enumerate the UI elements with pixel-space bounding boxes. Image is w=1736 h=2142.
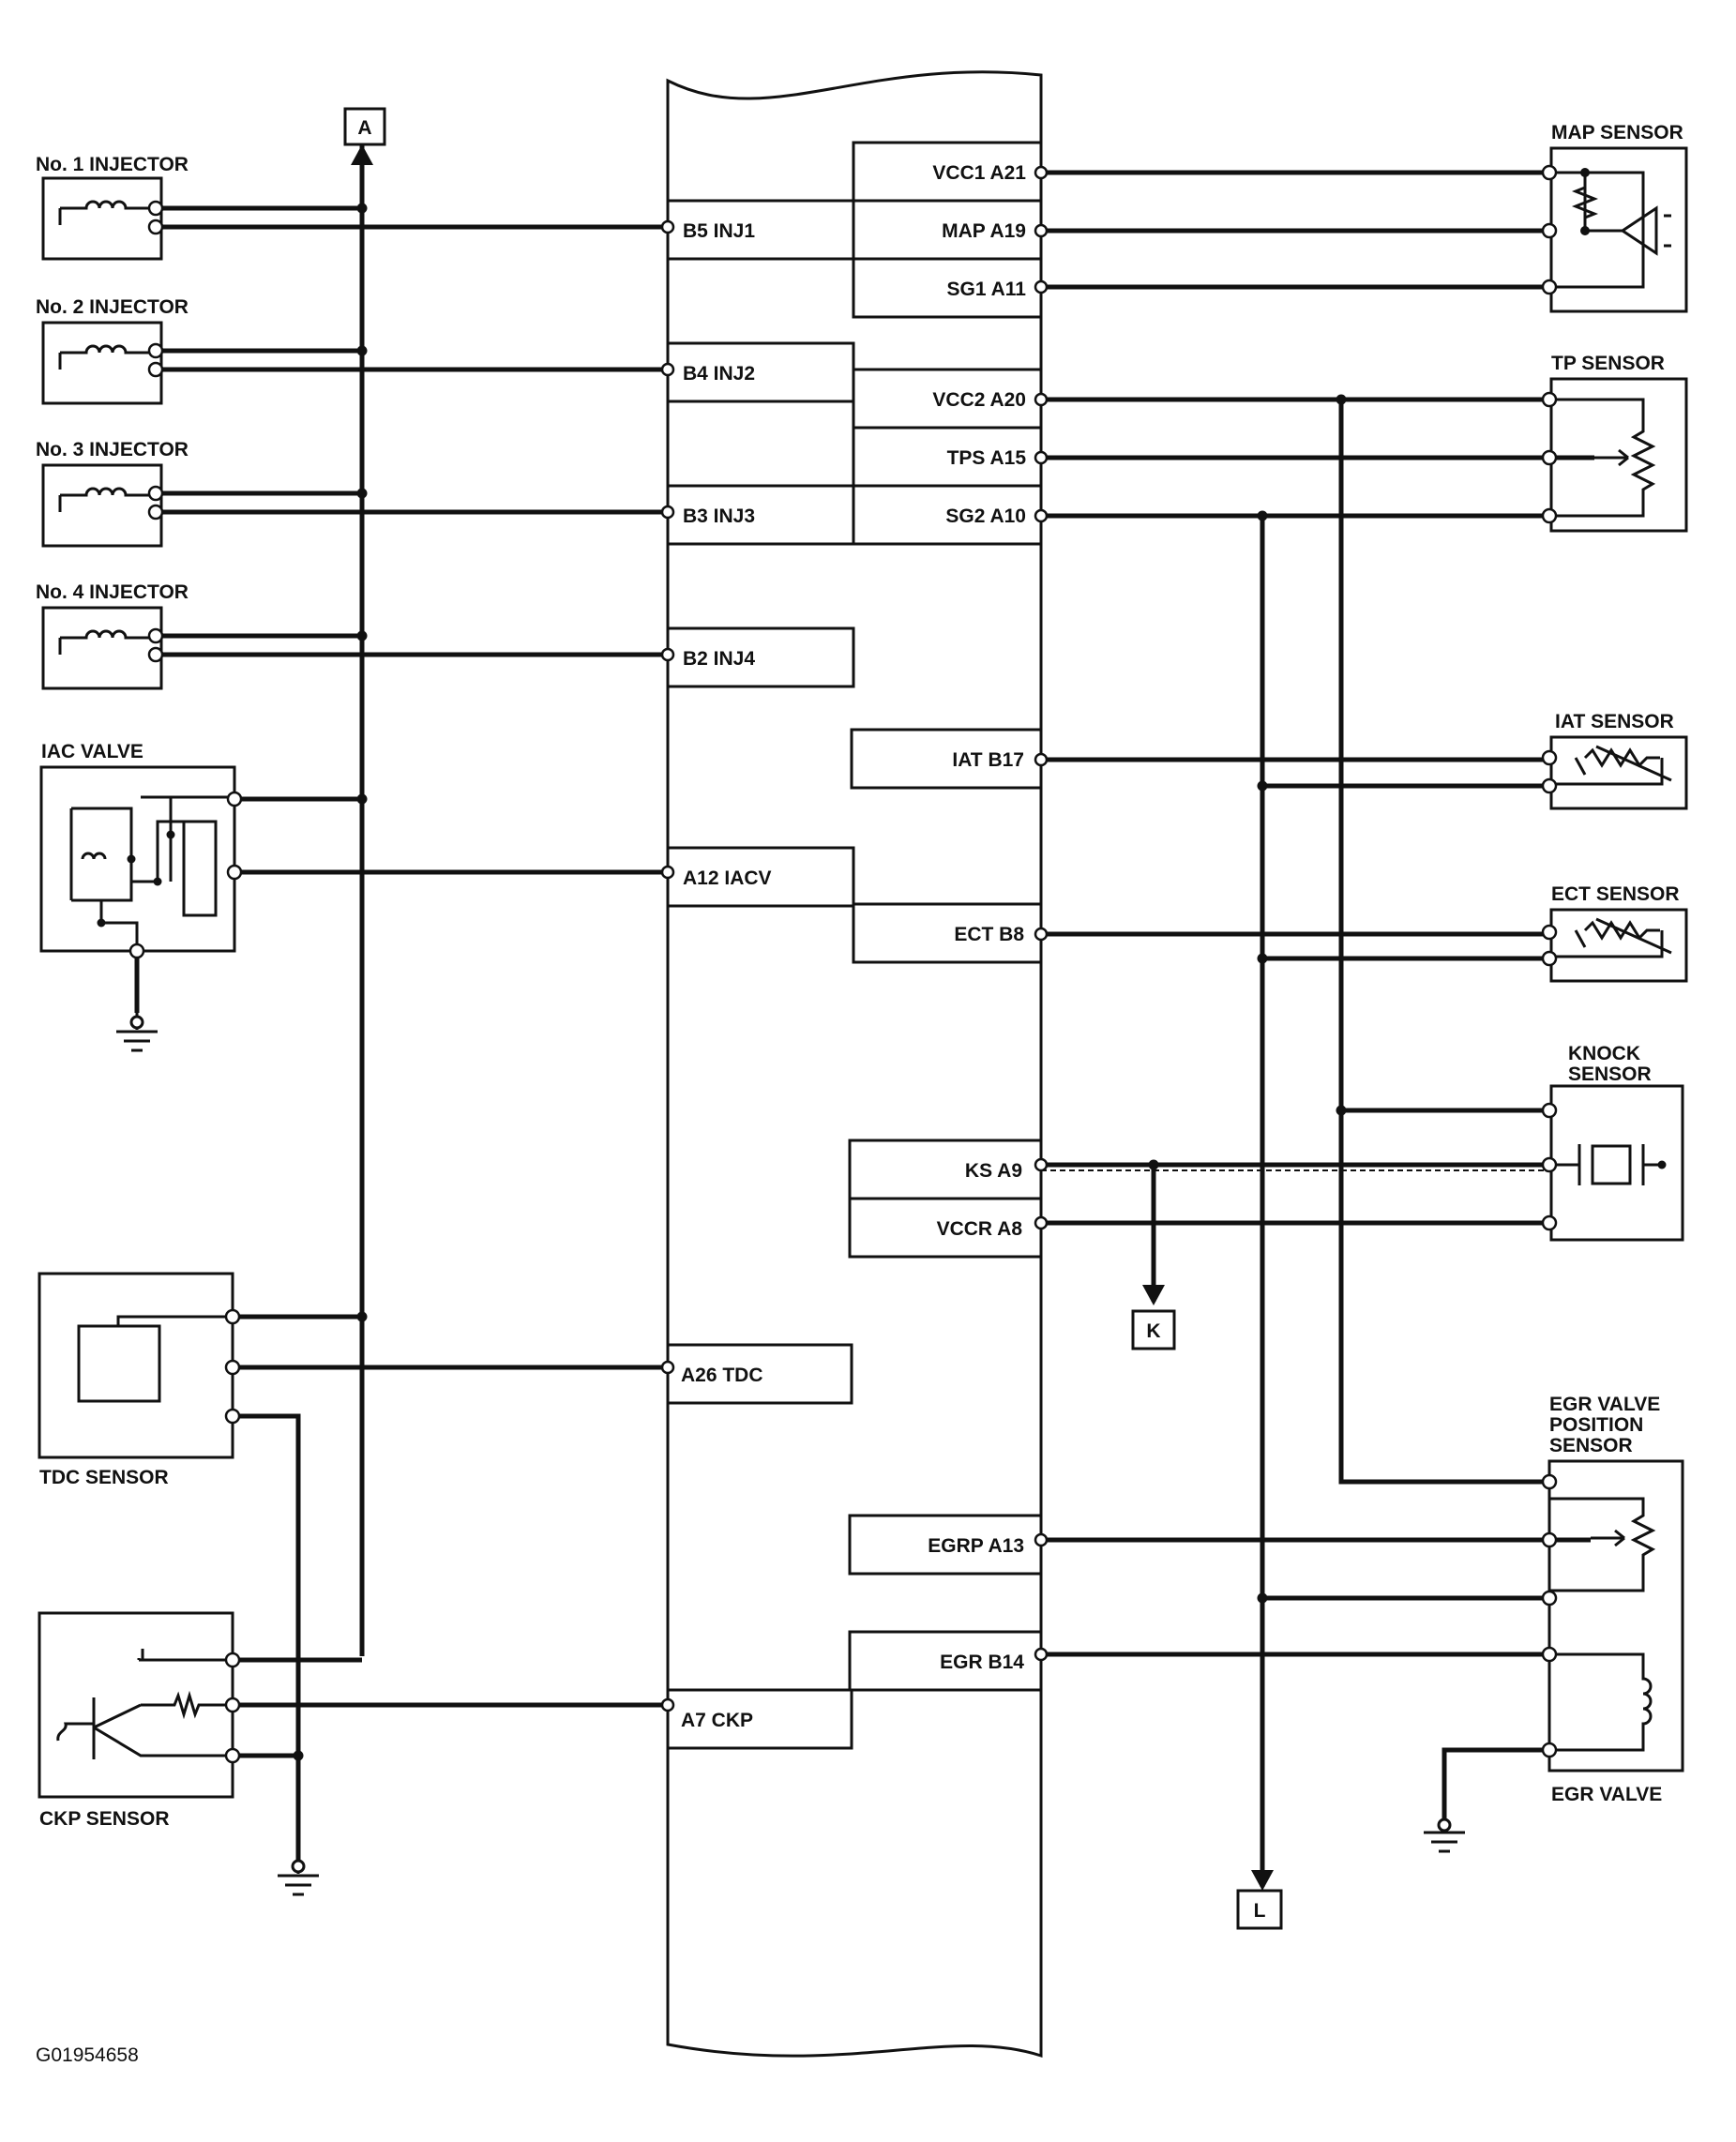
label-iat-sensor: IAT SENSOR bbox=[1555, 711, 1674, 732]
injector-coils bbox=[58, 200, 156, 655]
pin-label-egrp-a13: EGRP A13 bbox=[928, 1535, 1024, 1557]
connector-k: K bbox=[1131, 1309, 1176, 1350]
ecm-pin-labels: B5 INJ1 B4 INJ2 B3 INJ3 B2 INJ4 A12 IACV… bbox=[681, 162, 1026, 1731]
connector-a: A bbox=[343, 107, 386, 146]
tp-sensor-symbol bbox=[1549, 377, 1688, 533]
ecm-left-boxes bbox=[666, 199, 855, 1750]
label-knock-sensor-line1: KNOCK bbox=[1568, 1043, 1640, 1064]
iat-sensor-symbol bbox=[1549, 735, 1688, 810]
map-sensor-symbol bbox=[1549, 146, 1688, 313]
ground-symbol-egr bbox=[1424, 1818, 1465, 1853]
pin-label-sg1-a11: SG1 A11 bbox=[947, 279, 1027, 300]
label-injector-4: No. 4 INJECTOR bbox=[36, 581, 189, 603]
label-egr-valve: EGR VALVE bbox=[1551, 1784, 1662, 1805]
pin-label-egr-b14: EGR B14 bbox=[940, 1652, 1024, 1673]
label-tdc-sensor: TDC SENSOR bbox=[39, 1467, 169, 1488]
terminals bbox=[128, 164, 1558, 1764]
component-labels: No. 1 INJECTOR No. 2 INJECTOR No. 3 INJE… bbox=[36, 122, 1683, 1830]
label-egr-position-line3: SENSOR bbox=[1549, 1435, 1633, 1456]
iac-valve-joints bbox=[97, 830, 175, 928]
figure-id: G01954658 bbox=[36, 2044, 139, 2066]
connector-k-label: K bbox=[1146, 1320, 1160, 1342]
junction-dots bbox=[293, 168, 1590, 1761]
pin-label-iat-b17: IAT B17 bbox=[952, 749, 1024, 771]
label-injector-3: No. 3 INJECTOR bbox=[36, 439, 189, 460]
pin-label-a12-iacv: A12 IACV bbox=[683, 867, 772, 889]
label-tp-sensor: TP SENSOR bbox=[1551, 353, 1665, 374]
iac-valve-symbol bbox=[39, 765, 236, 953]
pin-label-tps-a15: TPS A15 bbox=[947, 447, 1027, 469]
connector-a-label: A bbox=[357, 117, 371, 139]
tdc-sensor-symbol bbox=[38, 1272, 234, 1459]
pin-label-ks-a9: KS A9 bbox=[965, 1160, 1022, 1182]
label-egr-position-line1: EGR VALVE bbox=[1549, 1394, 1660, 1415]
pin-label-vccr-a8: VCCR A8 bbox=[937, 1218, 1023, 1240]
pin-label-map-a19: MAP A19 bbox=[942, 220, 1026, 242]
pin-label-a7-ckp: A7 CKP bbox=[681, 1710, 753, 1731]
ecm-right-boxes bbox=[848, 141, 1043, 1692]
pin-label-sg2-a10: SG2 A10 bbox=[945, 505, 1026, 527]
label-injector-1: No. 1 INJECTOR bbox=[36, 154, 189, 175]
label-iac-valve: IAC VALVE bbox=[41, 741, 143, 762]
egr-sensor-symbol bbox=[1547, 1459, 1684, 1772]
ect-sensor-symbol bbox=[1549, 908, 1688, 983]
arrowheads bbox=[351, 144, 1274, 1891]
injector-boxes bbox=[41, 176, 163, 690]
knock-sensor-joints bbox=[1657, 1160, 1667, 1169]
wires bbox=[134, 144, 1594, 1887]
label-ckp-sensor: CKP SENSOR bbox=[39, 1808, 169, 1830]
pin-label-b4-inj2: B4 INJ2 bbox=[683, 363, 755, 385]
connector-l-label: L bbox=[1254, 1900, 1266, 1922]
label-knock-sensor-line2: SENSOR bbox=[1568, 1063, 1652, 1085]
pin-label-ect-b8: ECT B8 bbox=[954, 924, 1024, 945]
connector-l: L bbox=[1236, 1889, 1283, 1930]
ecm-outline bbox=[666, 70, 1043, 2059]
label-map-sensor: MAP SENSOR bbox=[1551, 122, 1683, 143]
pin-label-a26-tdc: A26 TDC bbox=[681, 1365, 763, 1386]
pin-label-b2-inj4: B2 INJ4 bbox=[683, 648, 755, 670]
label-injector-2: No. 2 INJECTOR bbox=[36, 296, 189, 318]
pin-label-b3-inj3: B3 INJ3 bbox=[683, 505, 755, 527]
pin-label-vcc2-a20: VCC2 A20 bbox=[932, 389, 1026, 411]
label-egr-position-line2: POSITION bbox=[1549, 1414, 1643, 1436]
ground-symbol-iac bbox=[116, 1013, 158, 1052]
ground-symbol-sensors bbox=[278, 1859, 319, 1896]
label-ect-sensor: ECT SENSOR bbox=[1551, 883, 1680, 905]
pin-label-vcc1-a21: VCC1 A21 bbox=[932, 162, 1026, 184]
ckp-sensor-symbol bbox=[38, 1611, 234, 1799]
pin-label-b5-inj1: B5 INJ1 bbox=[683, 220, 755, 242]
